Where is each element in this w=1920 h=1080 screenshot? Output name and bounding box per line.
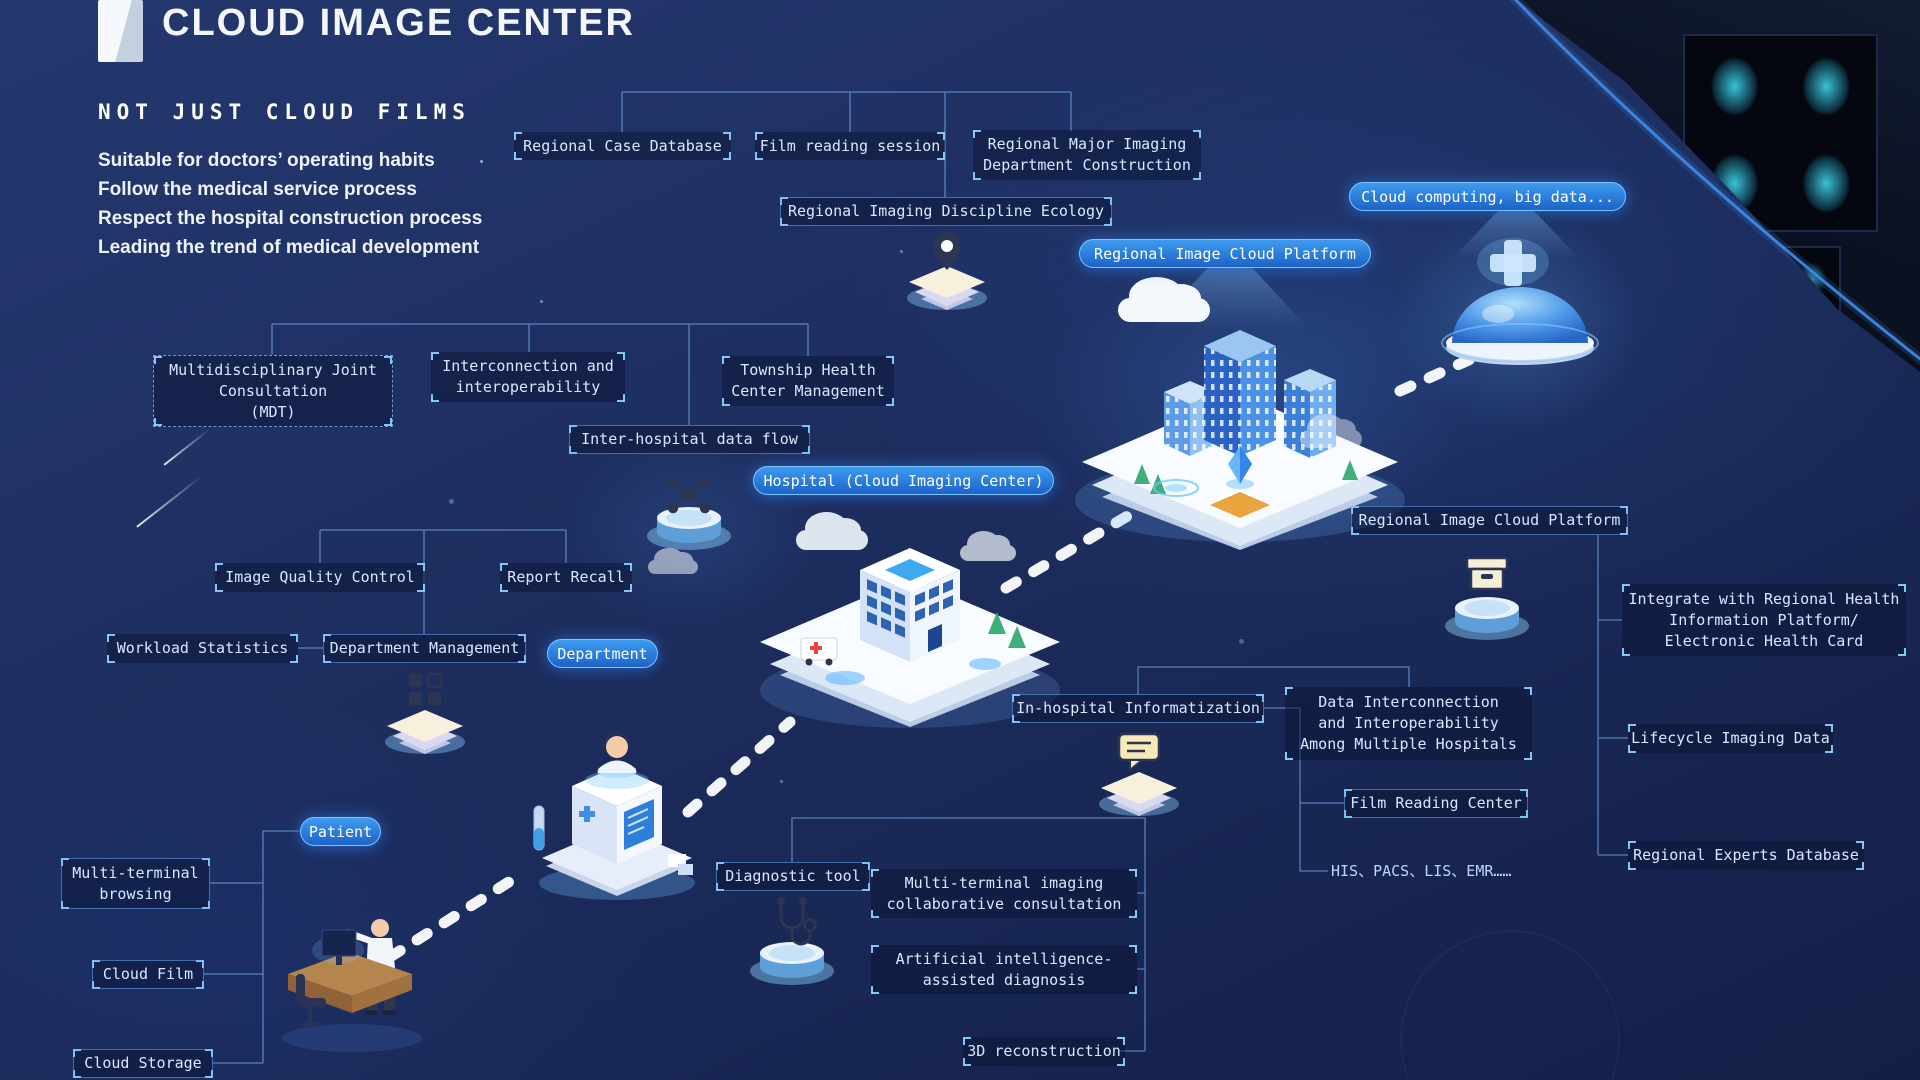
archive-box-icon (1465, 556, 1509, 591)
in-hospital-pedestal (1099, 732, 1179, 816)
node-multi-terminal-imaging: Multi-terminal imaging collaborative con… (871, 869, 1137, 918)
stethoscope-icon (777, 897, 817, 946)
trees (988, 612, 1026, 648)
node-film-reading-session: Film reading session (755, 132, 945, 160)
desk-workstation-illustration (282, 916, 422, 1052)
pill-regional-image-cloud-platform: Regional Image Cloud Platform (1079, 239, 1371, 268)
monitor (312, 929, 364, 965)
pill-patient: Patient (300, 817, 381, 846)
building-main (1204, 330, 1276, 456)
logo-mark (98, 0, 143, 62)
node-multi-terminal-browsing: Multi-terminal browsing (61, 858, 210, 909)
discipline-ecology-pedestal (907, 232, 987, 310)
city-platform-illustration (1075, 330, 1405, 550)
node-inter-hospital-data-flow: Inter-hospital data flow (569, 425, 810, 454)
building-right (1284, 369, 1336, 458)
node-interconnection-interoperability: Interconnection and interoperability (431, 352, 625, 402)
node-image-quality-control: Image Quality Control (215, 563, 425, 592)
node-in-hospital-informatization: In-hospital Informatization (1012, 694, 1264, 723)
node-township-health: Township Health Center Management (722, 356, 894, 406)
ambulance-icon (800, 637, 838, 666)
node-film-reading-center: Film Reading Center (1344, 789, 1528, 818)
node-integrate-regional-health: Integrate with Regional Health Informati… (1622, 584, 1906, 656)
hospital-building (860, 548, 960, 662)
node-report-recall: Report Recall (500, 563, 632, 592)
chat-icon (1117, 732, 1161, 773)
department-machine-illustration (533, 733, 695, 900)
cloud (1118, 276, 1210, 322)
node-lifecycle-imaging-data: Lifecycle Imaging Data (1628, 724, 1833, 753)
tagline-text: Suitable for doctors’ operating habits F… (98, 150, 483, 258)
node-workload-statistics: Workload Statistics (107, 634, 298, 663)
pill-department: Department (547, 639, 658, 668)
node-regional-experts-database: Regional Experts Database (1628, 841, 1864, 870)
node-data-interconnection: Data Interconnection and Interoperabilit… (1285, 687, 1532, 760)
photo-edge-curve (1513, 0, 1920, 361)
pill-hospital-cloud-imaging-center: Hospital (Cloud Imaging Center) (753, 466, 1054, 495)
doctor-hologram (585, 733, 649, 789)
diagnostic-pedestal (750, 897, 834, 985)
node-3d-reconstruction: 3D reconstruction (963, 1037, 1125, 1066)
test-tube (533, 805, 545, 851)
department-pedestal (385, 672, 465, 754)
node-ai-assisted-diagnosis: Artificial intelligence- assisted diagno… (871, 945, 1137, 994)
data-flow-pedestal (647, 476, 731, 550)
tagline-heading: NOT JUST CLOUD FILMS (98, 100, 471, 124)
orange-pad (1210, 492, 1270, 518)
node-diagnostic-tool: Diagnostic tool (716, 862, 870, 891)
node-his-pacs-lis-emr: HIS、PACS、LIS、EMR…… (1331, 861, 1512, 880)
node-regional-case-database: Regional Case Database (514, 132, 731, 160)
node-department-management: Department Management (323, 634, 526, 663)
node-mdt: Multidisciplinary Joint Consultation (MD… (153, 355, 393, 427)
cloud-dome-illustration (1441, 238, 1599, 365)
cloud (960, 530, 1016, 561)
hospital-illustration (760, 548, 1060, 728)
network-icon (667, 476, 711, 514)
node-cloud-storage: Cloud Storage (73, 1049, 213, 1078)
location-pin-icon (933, 232, 961, 270)
node-regional-major-imaging: Regional Major Imaging Department Constr… (973, 130, 1201, 180)
page-title: CLOUD IMAGE CENTER (162, 2, 635, 44)
grid-icon (409, 672, 443, 705)
node-regional-image-cloud-platform-right: Regional Image Cloud Platform (1351, 506, 1628, 535)
brain-scan-monitor (1683, 34, 1878, 232)
medical-cross-icon (1490, 240, 1536, 286)
cloud (796, 512, 868, 550)
cloud (648, 547, 698, 574)
machine-body (572, 766, 662, 864)
node-regional-imaging-discipline-ecology: Regional Imaging Discipline Ecology (780, 197, 1112, 226)
platform-pedestal (1445, 556, 1529, 640)
star-dots (480, 160, 483, 163)
crystal-icon (1226, 446, 1254, 489)
cloud (1300, 414, 1362, 448)
node-cloud-film: Cloud Film (92, 960, 204, 989)
chair (296, 974, 326, 1026)
pill-cloud-computing: Cloud computing, big data... (1349, 182, 1626, 211)
